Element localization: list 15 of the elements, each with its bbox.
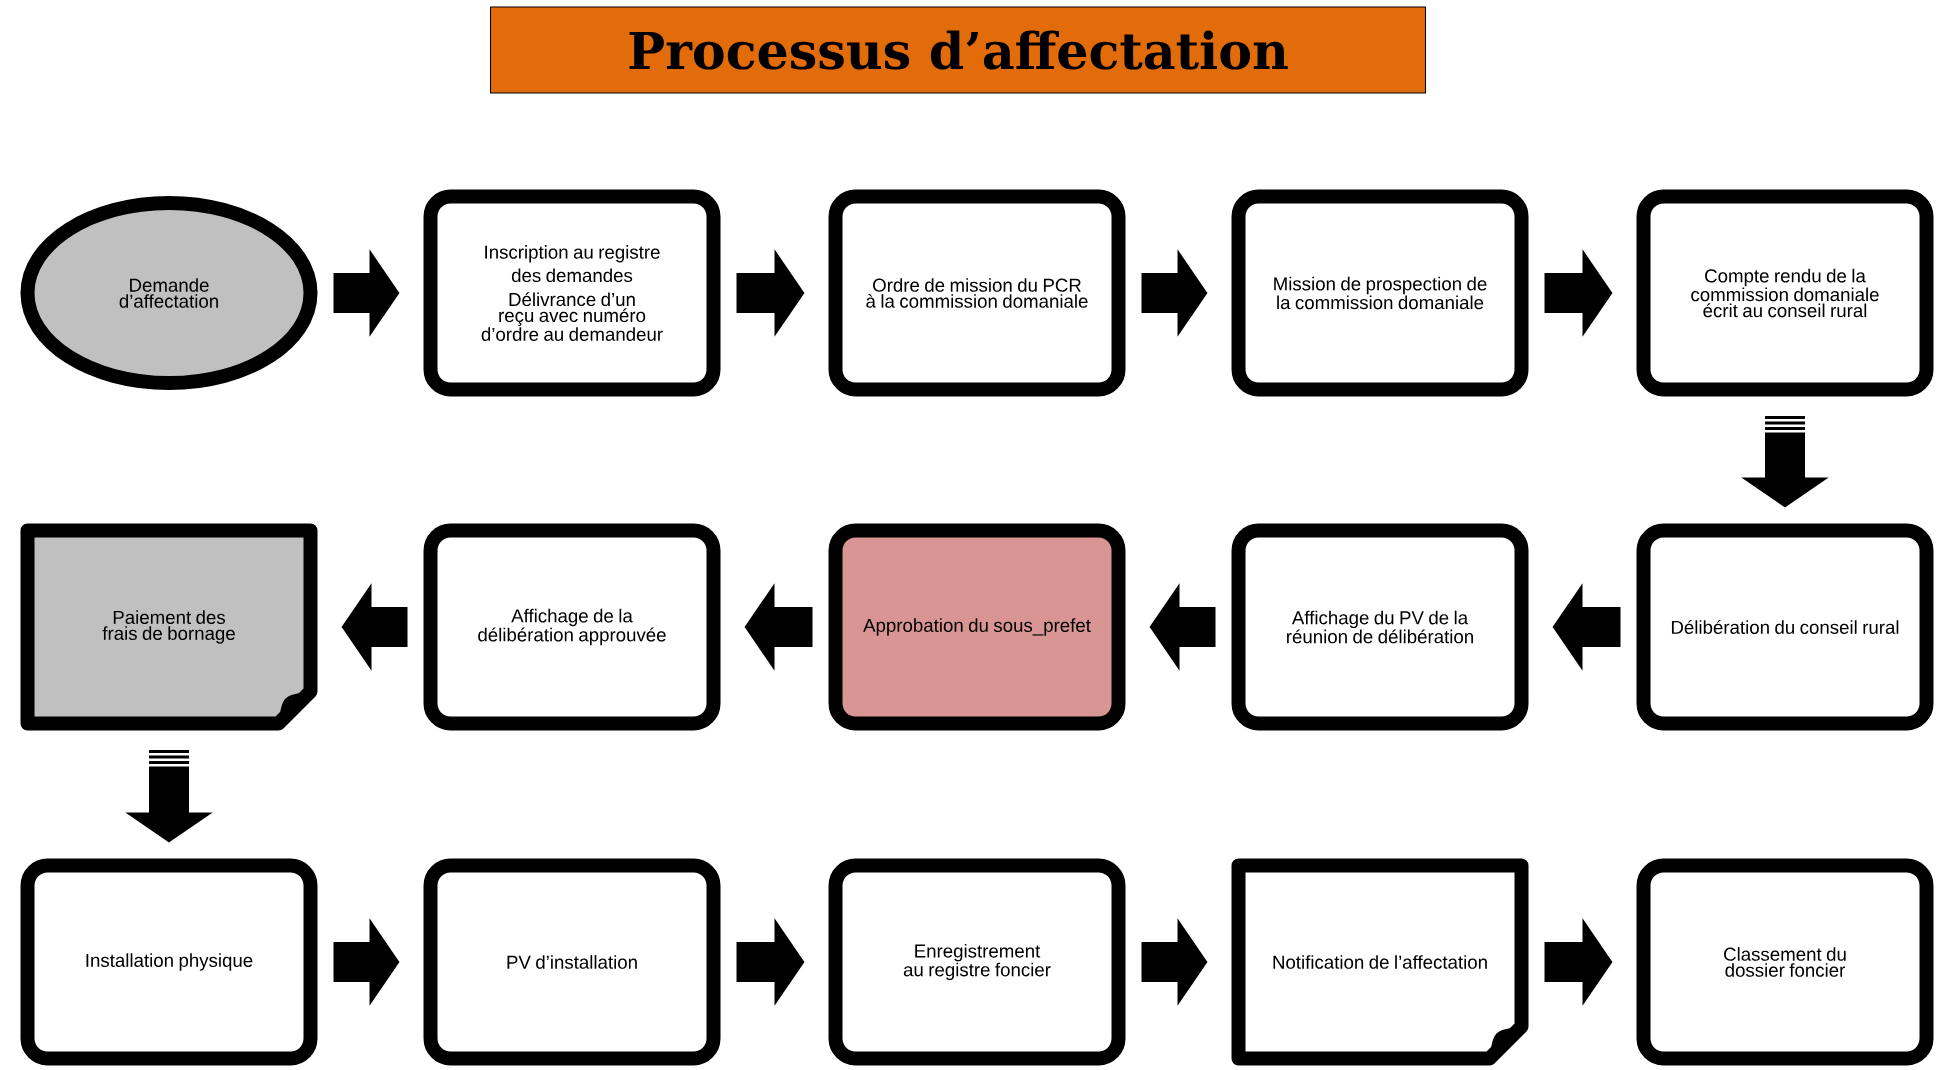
process-box: Classement du dossier foncier (1636, 858, 1934, 1066)
process-box: Ordre de mission du PCR à la commission domaniale (828, 189, 1126, 397)
document-box: Paiement des frais de bornage (20, 523, 318, 731)
process-box: Affichage du PV de la réunion de délibération (1231, 523, 1529, 731)
process-box: Compte rendu de la commission domaniale écrit au conseil rural (1636, 189, 1934, 397)
process-box: Délibération du conseil rural (1636, 523, 1934, 731)
process-box: Inscription au registre des demandes Délivrance d’un reçu avec numéro d’ordre au demandeur (423, 189, 721, 397)
process-box: Affichage de la délibération approuvée (423, 523, 721, 731)
document-box: Notification de l’affectation (1231, 858, 1529, 1066)
process-box: PV d’installation (423, 858, 721, 1066)
process-box: Mission de prospection de la commission domaniale (1231, 189, 1529, 397)
process-box: Enregistrement au registre foncier (828, 858, 1126, 1066)
title-banner: Processus d’affectation (489, 6, 1427, 94)
process-box: Installation physique (20, 858, 318, 1066)
process-box: Approbation du sous_prefet (828, 523, 1126, 731)
